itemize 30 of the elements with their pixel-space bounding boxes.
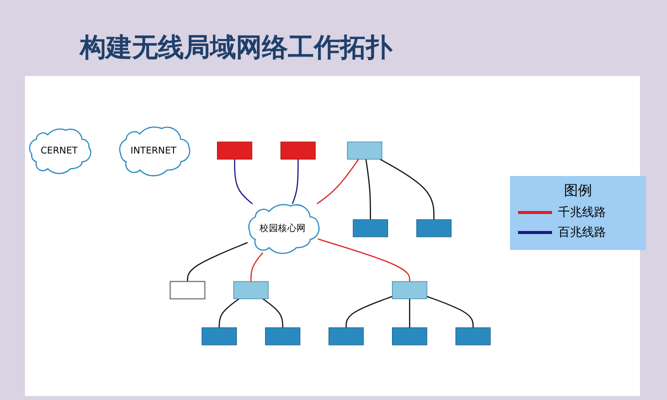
connector	[186, 242, 248, 282]
connector	[218, 298, 240, 328]
connector	[346, 296, 392, 328]
legend-label: 百兆线路	[558, 224, 606, 241]
connector	[316, 158, 360, 204]
node-box	[280, 142, 316, 160]
diagram-title: 构建无线局域网络工作拓扑	[80, 32, 392, 65]
node-box	[170, 280, 206, 300]
connector	[365, 159, 372, 220]
node-box	[347, 142, 382, 160]
node-box	[392, 281, 428, 300]
connector	[262, 298, 284, 328]
legend-title: 图例	[563, 182, 593, 200]
node-box	[392, 327, 428, 346]
connector	[292, 159, 299, 204]
node-box	[416, 219, 452, 238]
node-box	[455, 327, 491, 346]
legend-label: 千兆线路	[558, 204, 606, 221]
node-box	[328, 327, 364, 346]
node-box	[352, 219, 388, 238]
node-box	[202, 327, 237, 346]
node-box	[217, 142, 252, 160]
connector	[234, 159, 253, 204]
connector	[250, 252, 264, 282]
connector	[380, 158, 434, 220]
connector	[426, 296, 474, 328]
connector	[409, 298, 410, 328]
node-box	[265, 327, 300, 346]
connector	[318, 238, 410, 282]
node-box	[233, 281, 269, 300]
